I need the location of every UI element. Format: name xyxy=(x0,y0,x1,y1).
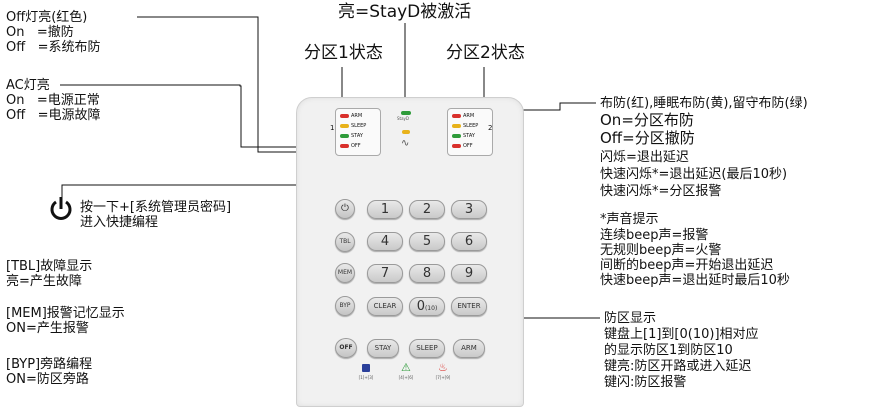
key-6[interactable]: 6 xyxy=(451,232,487,251)
key-8[interactable]: 8 xyxy=(409,264,445,283)
power-key[interactable]: ⏻ xyxy=(335,199,355,219)
tbl-desc: 亮=产生故障 xyxy=(6,274,82,289)
sound-alarm: 连续beep声=报警 xyxy=(600,228,709,243)
power-hint-2: 进入快捷编程 xyxy=(80,215,159,230)
panel-number: 2 xyxy=(488,124,493,132)
stayd-label: 亮=StayD被激活 xyxy=(338,2,472,22)
led-label: ARM xyxy=(463,113,475,119)
off-led-on: On =撤防 xyxy=(6,25,74,40)
police-panic-icon xyxy=(362,364,370,372)
power-icon xyxy=(50,197,72,220)
key-4[interactable]: 4 xyxy=(367,232,403,251)
stay-led xyxy=(340,133,349,138)
panel-number: 1 xyxy=(330,124,335,132)
led-label: ARM xyxy=(351,113,363,119)
sound-exit: 间断的beep声=开始退出延迟 xyxy=(600,258,774,273)
led-label: STAY xyxy=(351,133,363,139)
arm-led xyxy=(340,113,349,118)
sound-title: *声音提示 xyxy=(600,212,659,227)
key-0[interactable]: 0(10) xyxy=(409,297,445,316)
tbl-title: [TBL]故障显示 xyxy=(6,259,93,274)
mem-title: [MEM]报警记忆显示 xyxy=(6,306,125,321)
sound-fire: 无规则beep声=火警 xyxy=(600,243,722,258)
keypad: ARM SLEEP STAY OFF 1 StayD ∿ ARM SLEEP S… xyxy=(296,97,524,407)
byp-desc: ON=防区旁路 xyxy=(6,372,89,387)
power-hint-1: 按一下+[系统管理员密码] xyxy=(80,200,232,215)
led-label: OFF xyxy=(463,143,473,149)
key-5[interactable]: 5 xyxy=(409,232,445,251)
byp-title: [BYP]旁路编程 xyxy=(6,357,93,372)
key-1[interactable]: 1 xyxy=(367,200,403,219)
off-key[interactable]: OFF xyxy=(335,338,357,358)
ac-led-title: AC灯亮 xyxy=(6,78,50,93)
zone1-led-panel: ARM SLEEP STAY OFF 1 xyxy=(330,108,381,156)
key-2[interactable]: 2 xyxy=(409,200,445,219)
stayd-led-label: StayD xyxy=(397,116,410,121)
panic-combo-1: [1]+[3] xyxy=(358,375,374,380)
sleep-led xyxy=(452,123,461,128)
key-9[interactable]: 9 xyxy=(451,264,487,283)
arm-status-fast-flash-exit: 快速闪烁*=退出延迟(最后10秒) xyxy=(600,167,788,182)
byp-key[interactable]: BYP xyxy=(335,296,355,316)
led-label: SLEEP xyxy=(463,123,479,129)
stay-led xyxy=(452,133,461,138)
panic-combo-3: [7]+[9] xyxy=(435,375,451,380)
ac-wave-icon: ∿ xyxy=(401,138,410,149)
clear-key[interactable]: CLEAR xyxy=(367,297,403,316)
off-led xyxy=(340,143,349,148)
zone1-status-label: 分区1状态 xyxy=(304,43,383,63)
panic-combo-2: [4]+[6] xyxy=(398,375,414,380)
key-3[interactable]: 3 xyxy=(451,200,487,219)
off-led-title: Off灯亮(红色) xyxy=(6,10,88,25)
sleep-key[interactable]: SLEEP xyxy=(409,339,445,358)
key-7[interactable]: 7 xyxy=(367,264,403,283)
zone-display-title: 防区显示 xyxy=(604,311,657,326)
zone-display-line1: 键盘上[1]到[0(10)]相对应 xyxy=(604,327,759,342)
led-label: SLEEP xyxy=(351,123,367,129)
led-label: STAY xyxy=(463,133,475,139)
led-label: OFF xyxy=(351,143,361,149)
enter-key[interactable]: ENTER xyxy=(451,297,487,316)
tbl-key[interactable]: TBL xyxy=(335,232,355,252)
arm-status-flash: 闪烁=退出延迟 xyxy=(600,150,689,165)
zone-display-line3: 键亮:防区开路或进入延迟 xyxy=(604,359,752,374)
ac-led xyxy=(402,130,410,134)
zone2-led-panel: ARM SLEEP STAY OFF 2 xyxy=(447,108,493,156)
mem-key[interactable]: MEM xyxy=(335,263,355,283)
stay-key[interactable]: STAY xyxy=(367,339,399,358)
ac-led-off: Off =电源故障 xyxy=(6,108,101,123)
ac-led-on: On =电源正常 xyxy=(6,93,100,108)
off-led-off: Off =系统布防 xyxy=(6,40,101,55)
sound-exit-last: 快速beep声=退出延时最后10秒 xyxy=(600,273,790,288)
zone-display-line4: 键闪:防区报警 xyxy=(604,375,687,390)
arm-status-off: Off=分区撤防 xyxy=(600,129,695,147)
arm-led xyxy=(452,113,461,118)
off-led xyxy=(452,143,461,148)
stayd-led xyxy=(401,111,411,115)
zone2-status-label: 分区2状态 xyxy=(446,43,525,63)
arm-status-on: On=分区布防 xyxy=(600,111,694,129)
medical-panic-icon: ⚠ xyxy=(401,361,411,374)
arm-status-colors: 布防(红),睡眠布防(黄),留守布防(绿) xyxy=(600,96,808,111)
key-0-sub: (10) xyxy=(424,305,438,312)
mem-desc: ON=产生报警 xyxy=(6,321,89,336)
arm-key[interactable]: ARM xyxy=(453,339,485,358)
arm-status-fast-flash-alarm: 快速闪烁*=分区报警 xyxy=(600,184,722,199)
zone-display-line2: 的显示防区1到防区10 xyxy=(604,343,733,358)
key-0-label: 0 xyxy=(416,299,425,314)
fire-panic-icon: ♨ xyxy=(438,361,448,374)
sleep-led xyxy=(340,123,349,128)
